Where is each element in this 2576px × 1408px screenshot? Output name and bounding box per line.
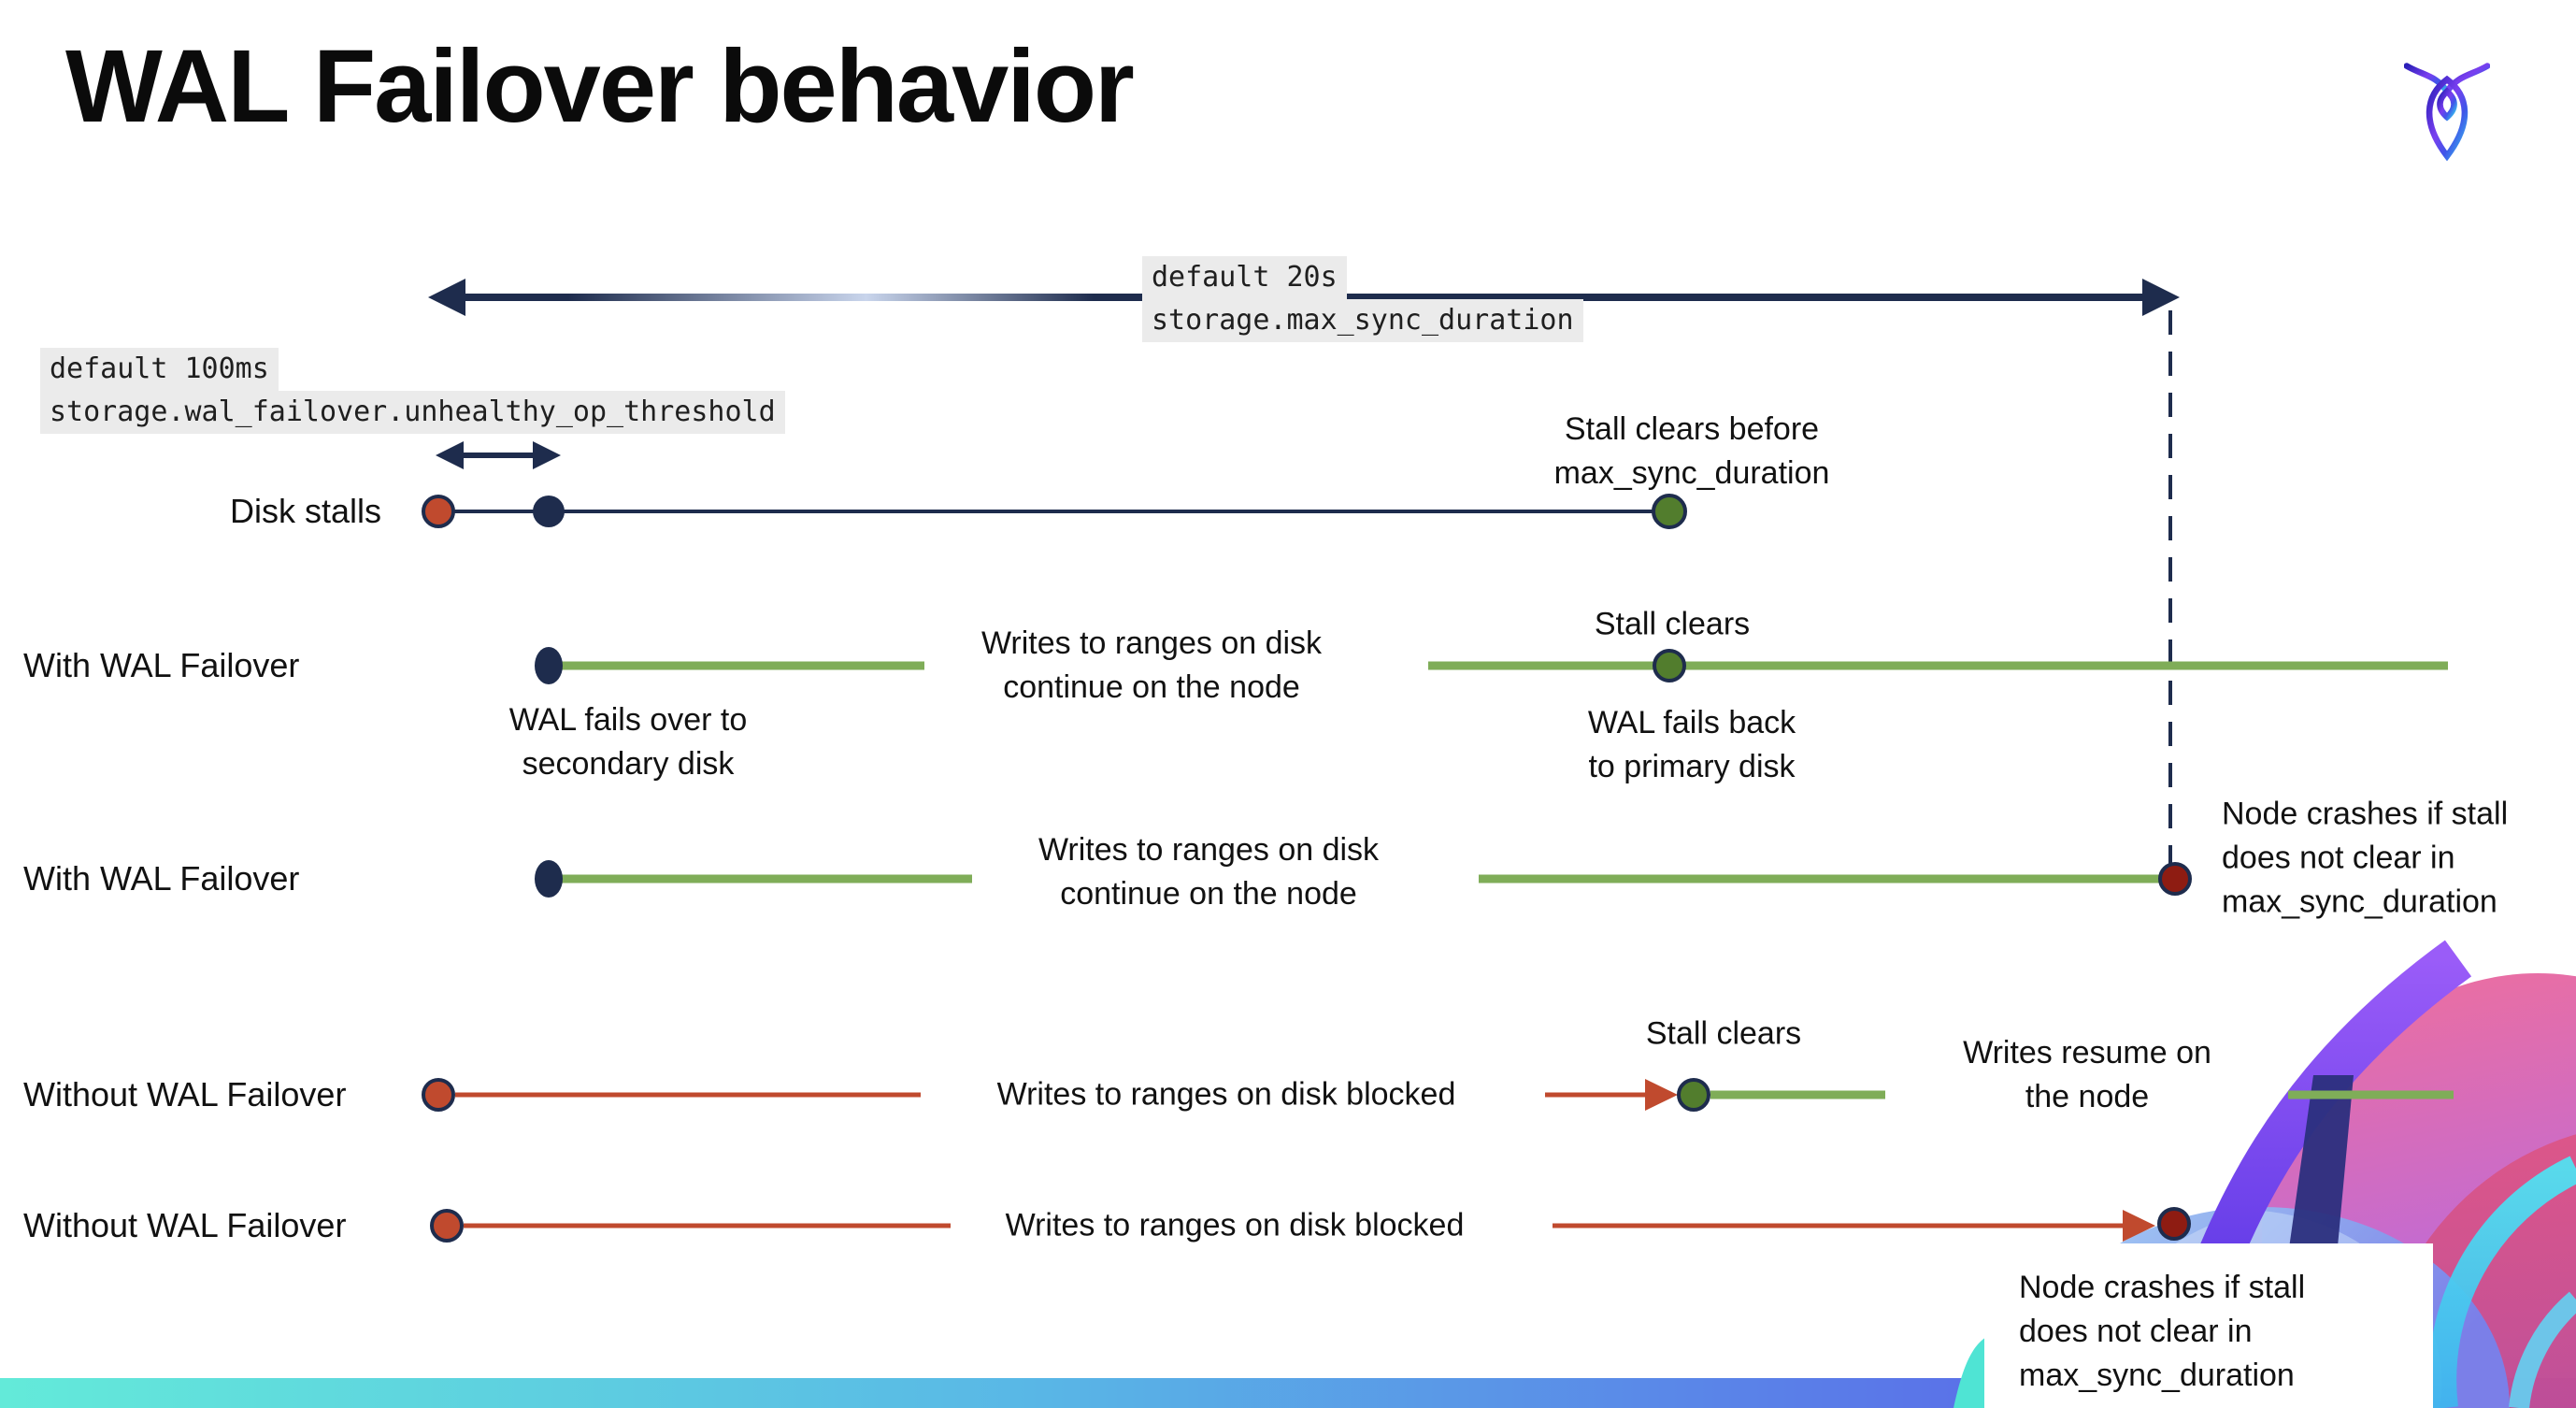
note-stall-clears-before: Stall clears before max_sync_duration [1553, 411, 1830, 491]
stall-clears-dot [1652, 494, 1687, 529]
node-crash-dot [2158, 862, 2192, 896]
failover-dot [535, 860, 563, 898]
red-arrowhead [1645, 1079, 1678, 1111]
art-cyan-arc [2428, 1156, 2576, 1408]
note-stall-clears-1: Stall clears [1594, 606, 1751, 642]
row-label-without-wal-failover-1: Without WAL Failover [23, 1075, 347, 1113]
row-label-with-wal-failover-2: With WAL Failover [23, 859, 300, 898]
art-cyan-arc-2 [2509, 1291, 2576, 1408]
threshold-dot [533, 496, 565, 527]
stall-clears-dot [1677, 1078, 1710, 1112]
arrowhead-left [428, 279, 465, 316]
stall-start-dot [430, 1209, 464, 1243]
unhealthy-op-setting-name: storage.wal_failover.unhealthy_op_thresh… [40, 391, 785, 434]
stall-start-dot [422, 1078, 455, 1112]
inner-leaf [2437, 87, 2457, 122]
note-writes-resume: Writes resume on the node [1963, 1035, 2211, 1114]
note-node-crashes-1: Node crashes if stall does not clear in … [2222, 796, 2509, 920]
failover-dot [535, 647, 563, 684]
timeline-row-disk-stalls [422, 494, 1687, 529]
note-node-crashes-2: Node crashes if stall does not clear in … [2019, 1270, 2306, 1393]
note-writes-continue-1: Writes to ranges on disk continue on the… [980, 625, 1323, 705]
arrowhead-left [436, 441, 464, 469]
body-outline [2426, 75, 2469, 162]
note-wal-fails-over: WAL fails over to secondary disk [508, 702, 748, 782]
note-wal-fails-back: WAL fails back to primary disk [1587, 705, 1796, 784]
row-label-with-wal-failover-1: With WAL Failover [23, 646, 300, 684]
note-writes-blocked-1: Writes to ranges on disk blocked [996, 1076, 1456, 1113]
unhealthy-op-default-label: default 100ms [40, 348, 279, 391]
max-sync-setting-name: storage.max_sync_duration [1142, 299, 1583, 342]
row-label-without-wal-failover-2: Without WAL Failover [23, 1206, 347, 1244]
arrowhead-right [533, 441, 561, 469]
note-writes-continue-2: Writes to ranges on disk continue on the… [1038, 832, 1380, 912]
stall-start-dot [422, 495, 455, 528]
note-stall-clears-2: Stall clears [1645, 1015, 1802, 1052]
row-label-disk-stalls: Disk stalls [230, 492, 382, 530]
max-sync-default-label: default 20s [1142, 256, 1347, 299]
node-crash-callout-box: Node crashes if stall does not clear in … [1984, 1243, 2433, 1408]
timeline-row-wal-failover-clears [535, 647, 2448, 684]
arrowhead-right [2142, 279, 2180, 316]
antenna-left [2404, 63, 2451, 95]
page-title: WAL Failover behavior [65, 29, 1135, 144]
stall-clears-dot [1653, 649, 1686, 682]
note-writes-blocked-2: Writes to ranges on disk blocked [1005, 1207, 1465, 1243]
antenna-right [2443, 63, 2490, 95]
unhealthy-op-threshold-arrow [436, 441, 561, 469]
art-teal-sliver [1953, 1337, 1986, 1408]
cockroachdb-logo-icon [2404, 63, 2490, 162]
